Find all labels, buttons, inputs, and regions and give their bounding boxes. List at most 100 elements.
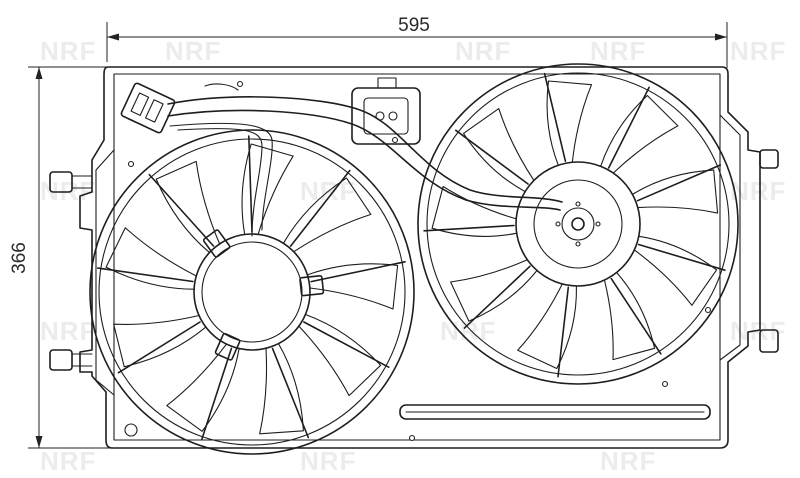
fan-strut: [607, 86, 650, 169]
watermark-text: NRF: [300, 446, 356, 476]
fan-strut: [637, 243, 726, 272]
connector-pin: [375, 111, 385, 121]
left-fan-shroud-ring-inner: [98, 138, 406, 446]
right-fan-motor-face: [533, 179, 623, 269]
right-fan-shroud-ring: [417, 63, 739, 385]
center-connector-face: [363, 97, 409, 135]
fan-blade: [282, 177, 372, 253]
watermark-text: NRF: [40, 176, 96, 206]
watermark-text: NRF: [40, 316, 96, 346]
mount-hole: [124, 423, 138, 437]
right-fan-motor: [515, 161, 641, 287]
fan-strut: [454, 129, 529, 185]
right-fan-shroud-ring-inner: [426, 72, 730, 376]
left-upper-mount: [49, 171, 73, 193]
fan-blade: [517, 283, 577, 370]
hub-bolt: [575, 241, 581, 247]
left-lower-mount: [49, 349, 73, 371]
right-fan-hub: [561, 207, 595, 241]
right-fan-shaft: [571, 217, 585, 231]
watermark-layer: NRF NRF NRF NRF NRF NRF NRF NRF NRF NRF …: [40, 36, 786, 476]
frame-details: [124, 80, 712, 442]
left-fan-shroud-ring: [89, 129, 415, 455]
fan-strut: [271, 347, 310, 439]
fan-blade: [431, 185, 518, 237]
fan-strut: [543, 72, 567, 162]
right-upper-mount: [759, 149, 779, 169]
rivet-hole: [704, 306, 712, 314]
fan-strut: [303, 321, 390, 369]
fan-strut: [310, 260, 406, 283]
fan-strut: [289, 169, 351, 247]
left-fan-motor-tabs: [202, 229, 325, 361]
fan-blade: [603, 271, 656, 361]
center-connector: [351, 77, 421, 145]
watermark-text: NRF: [730, 176, 786, 206]
watermark-text: NRF: [40, 446, 96, 476]
fan-blade: [633, 235, 718, 306]
fan-strut: [423, 224, 515, 232]
watermark-text: NRF: [300, 176, 356, 206]
fan-blade: [166, 343, 240, 432]
arrow-down-icon: [35, 436, 43, 448]
watermark-text: NRF: [165, 36, 221, 66]
mounting-brackets: [49, 149, 779, 371]
height-dimension-label: 366: [9, 242, 30, 274]
fan-blade: [631, 169, 719, 214]
connectors: [120, 77, 421, 145]
fan-strut: [248, 135, 253, 233]
harness-wire-branch: [177, 128, 263, 237]
fan-strut: [148, 173, 215, 247]
wiring-harness: [167, 83, 563, 237]
motor-mount-tab: [299, 274, 325, 297]
center-connector-latch: [377, 77, 397, 89]
shroud-inner-edge: [113, 73, 721, 441]
left-connector-body: [120, 82, 176, 134]
width-dimension-label: 595: [398, 15, 430, 36]
fan-strut: [463, 265, 531, 329]
arrow-right-icon: [715, 33, 727, 41]
connector-pin: [145, 99, 164, 123]
fan-blade: [298, 313, 382, 397]
harness-wire: [167, 109, 561, 211]
height-dimension: 366: [9, 66, 112, 449]
fan-blade: [450, 259, 538, 322]
rivet-hole: [661, 380, 669, 388]
fan-blade: [600, 94, 679, 174]
left-fan: [89, 129, 415, 455]
right-side-flange: [719, 114, 741, 361]
bottom-slot: [399, 404, 711, 420]
hub-bolt: [595, 221, 601, 227]
watermark-text: NRF: [455, 36, 511, 66]
fan-blade: [306, 263, 399, 310]
shroud-frame: [79, 66, 761, 449]
harness-wire: [167, 96, 563, 203]
shroud-outline: [79, 66, 761, 449]
left-connector: [120, 82, 176, 134]
harness-wire-branch: [169, 122, 273, 231]
left-side-flange: [95, 149, 115, 396]
hub-bolt: [575, 201, 581, 207]
fan-blade: [546, 80, 593, 166]
left-lower-mount-stem: [71, 353, 93, 367]
rivet-hole: [408, 434, 416, 442]
center-connector-body: [351, 87, 421, 145]
fan-blade: [462, 108, 535, 193]
left-fan-blades: [97, 135, 406, 441]
right-fan: [417, 63, 739, 385]
fan-blade: [155, 160, 221, 254]
rivet-hole: [236, 80, 244, 88]
fan-strut: [200, 347, 233, 441]
connector-pin: [388, 111, 398, 121]
watermark-text: NRF: [730, 36, 786, 66]
motor-mount-tab: [214, 332, 241, 361]
fan-strut: [610, 277, 662, 355]
fan-strut: [117, 321, 201, 374]
wire-clip: [204, 83, 239, 91]
right-fan-blades: [423, 72, 726, 378]
watermark-text: NRF: [590, 36, 646, 66]
arrow-left-icon: [107, 33, 119, 41]
width-dimension: 595: [106, 15, 728, 68]
